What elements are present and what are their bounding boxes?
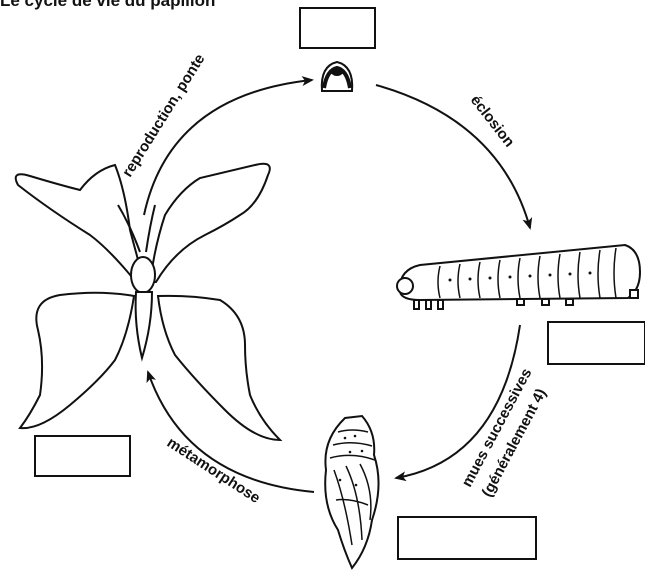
metamorphosis-label: métamorphose: [164, 434, 263, 507]
chrysalis-drawing: [325, 416, 378, 568]
butterfly-drawing: [16, 164, 280, 440]
egg-drawing: [322, 62, 352, 91]
hatching-label: éclosion: [467, 92, 518, 150]
egg-label-box[interactable]: [300, 8, 375, 48]
chrysalis-label-box[interactable]: [398, 517, 536, 559]
hatching-arrow: [376, 85, 530, 228]
caterpillar-label-box[interactable]: [548, 322, 645, 364]
caterpillar-drawing: [397, 245, 640, 309]
butterfly-label-box[interactable]: [35, 436, 130, 476]
